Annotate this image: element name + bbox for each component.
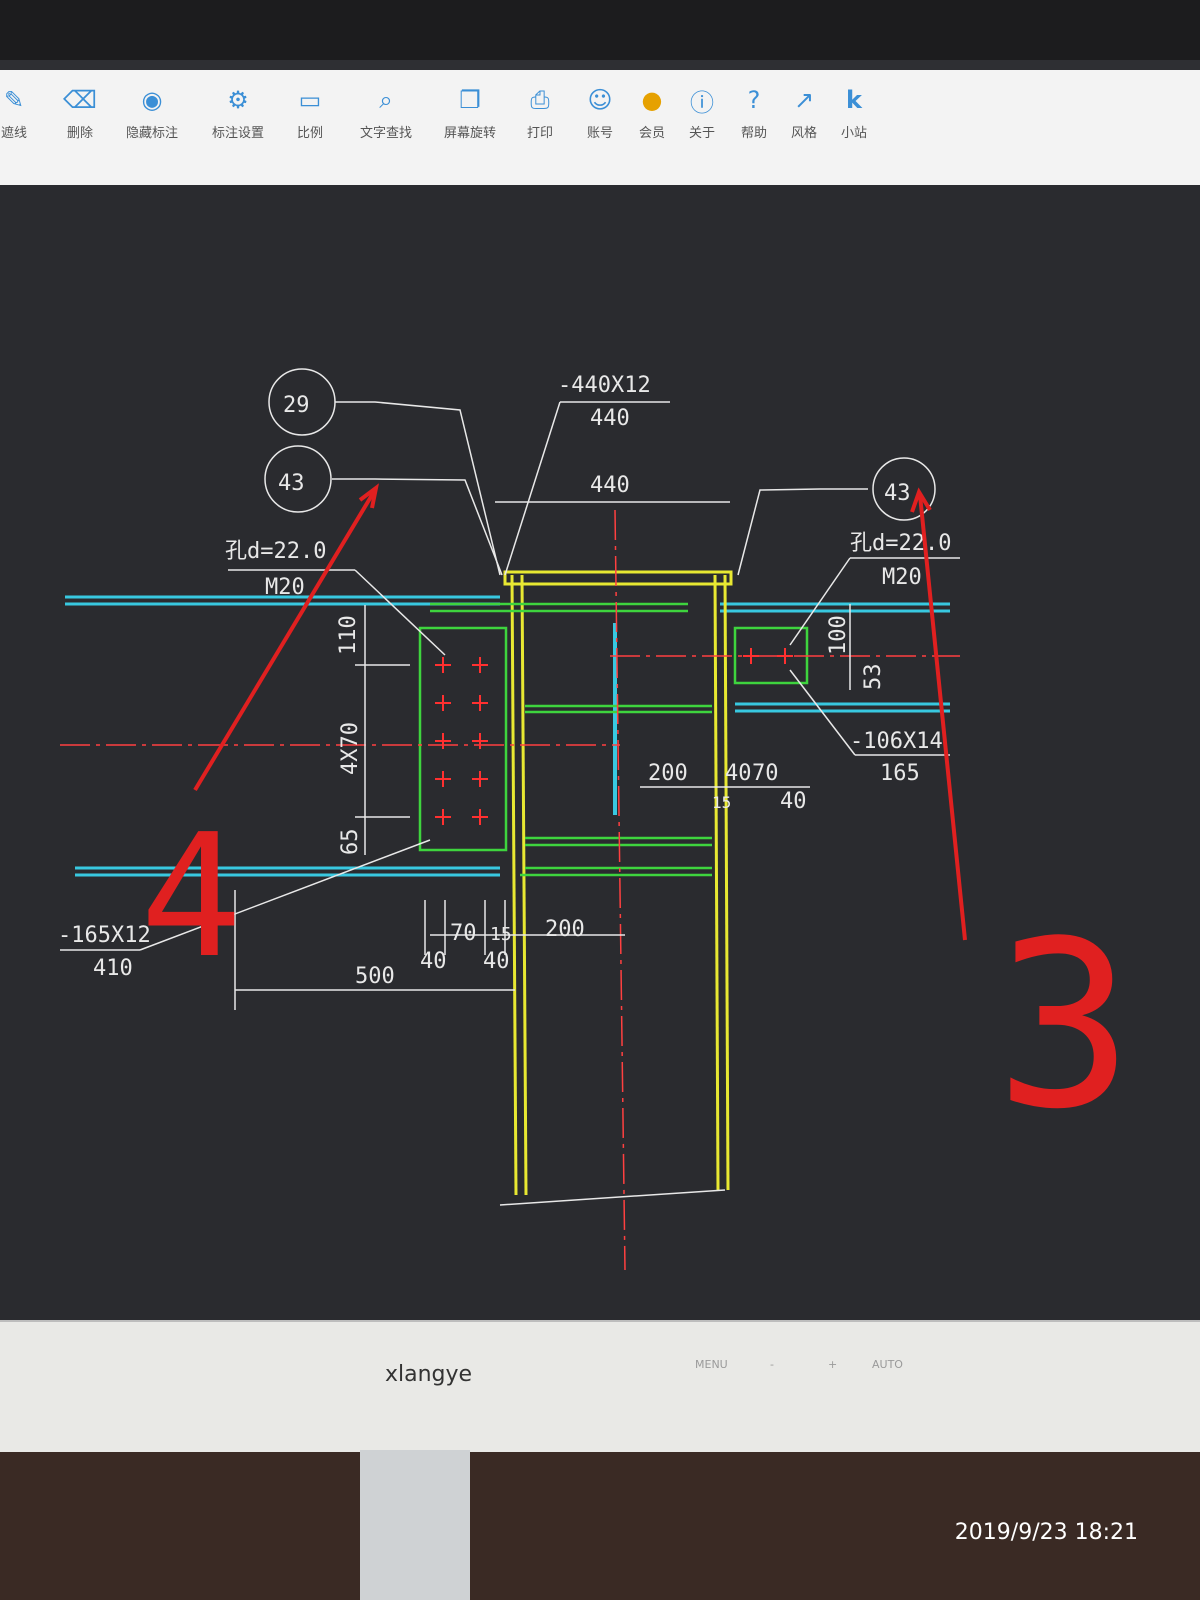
- right-plate-length: 165: [880, 761, 920, 786]
- callout-43-right: 43: [884, 481, 911, 506]
- monitor-menu-button[interactable]: MENU: [695, 1358, 728, 1371]
- dim-15-right: 15: [712, 793, 731, 812]
- column-outline: [503, 570, 733, 1196]
- right-hole-label: 孔d=22.0: [850, 531, 951, 556]
- tool-delete[interactable]: ⌫删除: [63, 86, 97, 141]
- dim-40-bottom-a: 40: [420, 949, 447, 974]
- dim-70-bottom: 70: [450, 921, 477, 946]
- beam-outline: [65, 595, 950, 877]
- tool-draw-line[interactable]: ✎遮线: [0, 84, 46, 174]
- monitor-minus-button[interactable]: -: [770, 1358, 774, 1371]
- k-icon: k: [846, 86, 862, 114]
- style-icon: ↗: [793, 86, 815, 114]
- bolt-holes: [435, 648, 793, 825]
- user-icon: ☺: [587, 86, 613, 114]
- dim-500: 500: [355, 964, 395, 989]
- left-plate-length: 410: [93, 956, 133, 981]
- search-icon: ⌕: [379, 86, 393, 114]
- cad-drawing: 29 43 43 -440X12 440 440 孔d=22.0 M20 孔d=…: [58, 368, 1133, 1271]
- dim-200-right: 200: [648, 761, 688, 786]
- monitor-stand: [360, 1450, 470, 1600]
- scale-icon: ▭: [298, 86, 322, 114]
- rotate-icon: ❐: [459, 86, 481, 114]
- dim-65: 65: [338, 829, 363, 856]
- top-plate-spec: -440X12: [558, 373, 651, 398]
- right-plate-spec: -106X14: [850, 729, 943, 754]
- settings-icon: ⚙: [227, 86, 249, 114]
- tool-annotation-settings[interactable]: ⚙标注设置: [211, 86, 264, 141]
- tool-help[interactable]: ?帮助: [722, 84, 786, 174]
- eye-icon: ◉: [141, 86, 163, 114]
- left-hole-label: 孔d=22.0: [225, 539, 326, 564]
- tool-vip[interactable]: ●会员: [620, 84, 684, 174]
- help-icon: ?: [747, 86, 761, 114]
- photo-timestamp: 2019/9/23 18:21: [954, 1520, 1138, 1545]
- tool-hide-annotations[interactable]: ◉隐藏标注: [125, 86, 178, 141]
- left-plate-spec: -165X12: [58, 923, 151, 948]
- info-icon: ⓘ: [690, 88, 714, 117]
- dim-100: 100: [826, 615, 851, 655]
- eraser-icon: ⌫: [63, 86, 97, 114]
- cad-drawing-canvas[interactable]: 29 43 43 -440X12 440 440 孔d=22.0 M20 孔d=…: [0, 185, 1200, 1320]
- vip-icon: ●: [641, 86, 663, 114]
- monitor-auto-button[interactable]: AUTO: [872, 1358, 903, 1371]
- top-width-dim: 440: [590, 473, 630, 498]
- printer-icon: ⎙: [530, 86, 550, 114]
- dim-70-right: 70: [752, 761, 779, 786]
- tool-screen-rotate[interactable]: ❐屏幕旋转: [443, 86, 496, 141]
- tool-style[interactable]: ↗风格: [772, 84, 836, 174]
- dim-4x70: 4X70: [338, 722, 363, 775]
- hand-annotations: [193, 483, 967, 941]
- right-bolt-label: M20: [882, 565, 922, 590]
- dimension-lines: [60, 368, 960, 1206]
- annotation-3: 3: [995, 893, 1133, 1160]
- dim-110: 110: [336, 615, 361, 655]
- annotation-4: 4: [140, 798, 242, 996]
- pen-icon: ✎: [3, 86, 25, 114]
- drawing-labels: 29 43 43 -440X12 440 440 孔d=22.0 M20 孔d=…: [58, 373, 951, 989]
- monitor-plus-button[interactable]: +: [828, 1358, 838, 1371]
- tool-account[interactable]: ☺账号: [568, 84, 632, 174]
- monitor-brand-logo: xlangye: [385, 1362, 473, 1387]
- connection-plates: [418, 602, 809, 877]
- tool-scale[interactable]: ▭比例: [278, 84, 342, 174]
- dim-40-right: 40: [725, 761, 752, 786]
- callout-29: 29: [283, 393, 310, 418]
- cad-toolbar: ✎遮线 ⌫删除 ◉隐藏标注 ⚙标注设置 ▭比例 ⌕文字查找 ❐屏幕旋转 ⎙打印 …: [0, 70, 1200, 186]
- monitor-chin: [0, 1320, 1200, 1452]
- callout-43-left: 43: [278, 471, 305, 496]
- top-plate-length: 440: [590, 406, 630, 431]
- dim-40-bottom-b: 40: [483, 949, 510, 974]
- left-bolt-label: M20: [265, 575, 305, 600]
- dim-53: 53: [861, 664, 886, 691]
- dim-15-bottom: 15: [490, 924, 512, 945]
- tool-text-search[interactable]: ⌕文字查找: [359, 86, 412, 141]
- tool-print[interactable]: ⎙打印: [508, 84, 572, 174]
- dim-40-right-lower: 40: [780, 789, 807, 814]
- dim-200-bottom: 200: [545, 917, 585, 942]
